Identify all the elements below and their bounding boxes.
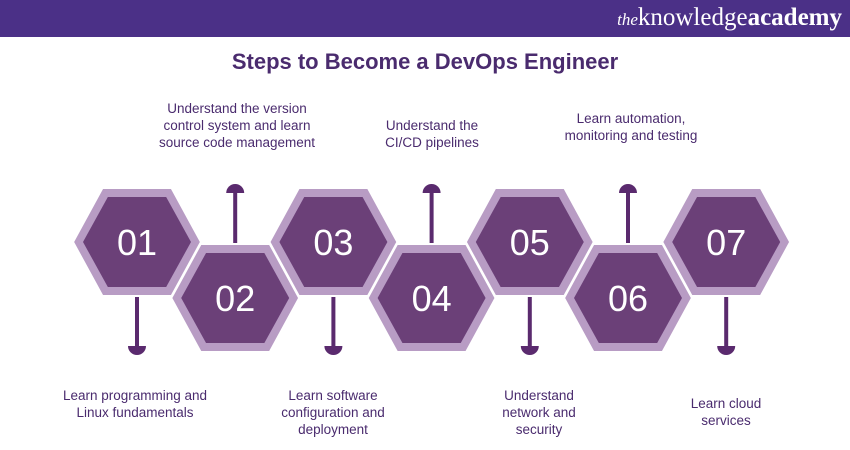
step-label-01: Learn programming and Linux fundamentals [62,388,208,420]
step-number: 01 [117,222,157,263]
pin-icon [324,346,343,356]
hexagon-inner [83,197,191,287]
hexagon-inner [672,197,781,287]
step-label-04: Understand the CI/CD pipelines [385,118,479,150]
step-number: 02 [215,278,255,319]
hexagon-inner [181,253,290,343]
hexagon-inner [574,253,682,343]
pin-icon [226,184,245,193]
step-label-05: Understand network and security [502,388,576,437]
pin-icon [717,346,736,356]
step-number: 07 [706,222,746,263]
brand-suffix: academy [747,4,842,31]
pin-icon [520,346,539,356]
header-bar: theknowledgeacademy [0,0,850,37]
hexagon-inner [279,197,388,287]
brand-prefix: the [617,10,638,29]
page-title: Steps to Become a DevOps Engineer [231,49,619,74]
step-number: 03 [313,222,353,263]
step-number: 05 [510,222,550,263]
hexagon-inner [377,253,486,343]
step-number: 04 [412,278,452,319]
step-label-07: Learn cloud services [690,396,762,428]
brand-main: knowledge [637,4,748,31]
step-label-06: Learn automation, monitoring and testing [564,111,698,143]
step-number: 06 [608,278,648,319]
pin-icon [422,184,441,193]
step-label-02: Understand the version control system an… [158,101,316,150]
step-label-03: Learn software configuration and deploym… [281,388,385,437]
pin-icon [128,346,146,355]
pin-icon [619,184,637,193]
brand-logo: theknowledgeacademy [617,4,842,32]
hexagon-inner [475,197,584,287]
